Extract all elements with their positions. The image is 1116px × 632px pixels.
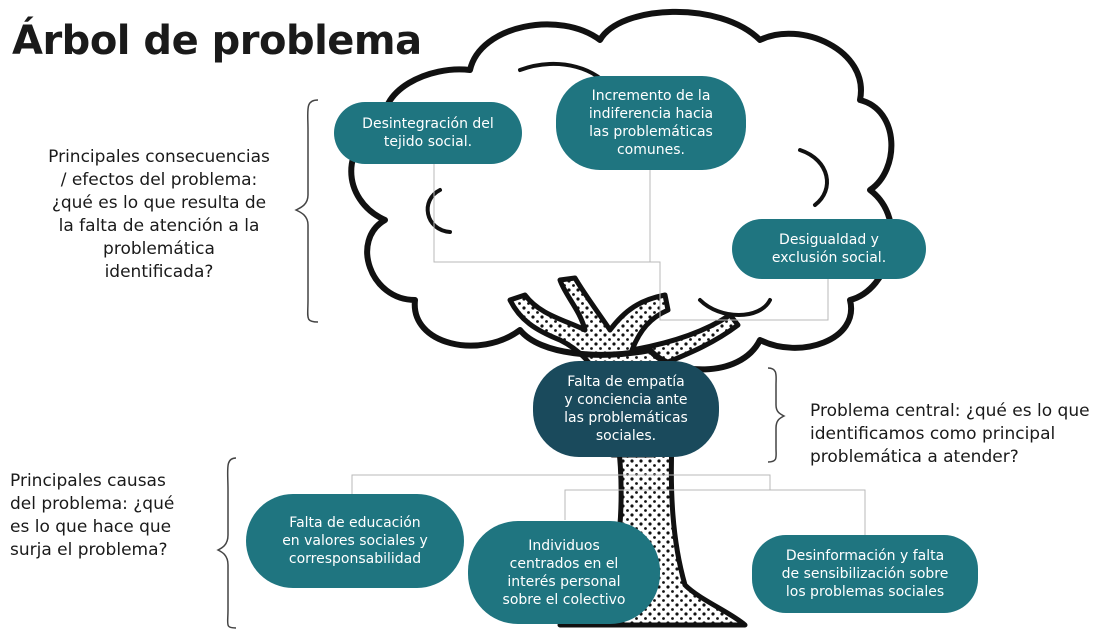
cause-node-1: Falta de educación en valores sociales y… <box>246 494 464 588</box>
consequences-brace <box>294 99 319 323</box>
cause-node-2: Individuos centrados en el interés perso… <box>468 521 660 624</box>
tree-crown <box>348 8 895 373</box>
effect-node-3: Desigualdad y exclusión social. <box>732 219 926 279</box>
causes-label: Principales causas del problema: ¿qué es… <box>10 471 175 560</box>
effect-node-1: Desintegración del tejido social. <box>334 102 522 164</box>
consequences-label: Principales consecuencias / efectos del … <box>48 147 270 282</box>
central-problem-label: Problema central: ¿qué es lo que identif… <box>810 401 1090 467</box>
causes-brace <box>216 457 237 629</box>
effect-node-2: Incremento de la indiferencia hacia las … <box>556 76 746 170</box>
cause-node-3: Desinformación y falta de sensibilizació… <box>752 535 978 613</box>
page-title: Árbol de problema <box>12 18 422 64</box>
central-problem-node: Falta de empatía y conciencia ante las p… <box>533 361 719 457</box>
central-brace <box>767 367 786 463</box>
